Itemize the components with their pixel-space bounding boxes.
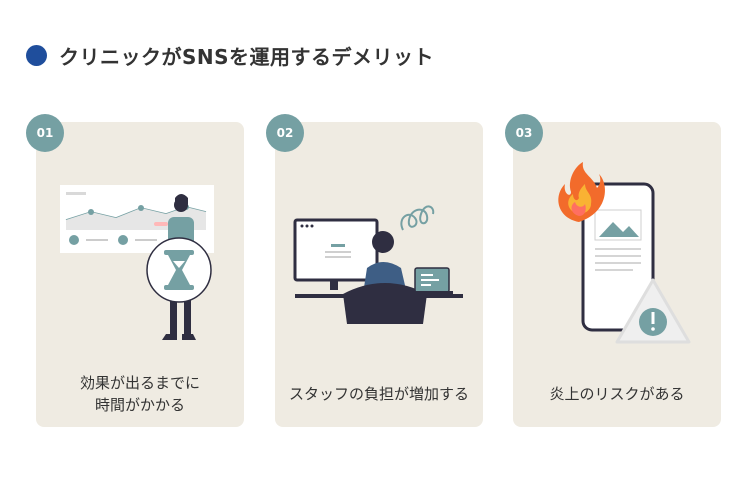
card-caption: スタッフの負担が増加する [288, 385, 469, 403]
busy-staff-illustration [293, 205, 463, 324]
card-3: 炎上のリスクがある [513, 122, 721, 427]
hourglass-analytics-illustration [60, 185, 214, 340]
card-2: スタッフの負担が増加する [275, 122, 483, 427]
page-title: クリニックがSNSを運用するデメリット [59, 44, 435, 69]
caption-line-1: 効果が出るまでに [79, 374, 200, 392]
badge-03: 03 [505, 114, 543, 152]
bullet-dot-icon [26, 44, 47, 66]
card-caption: 効果が出るまでに 時間がかかる [36, 372, 244, 416]
page-header: クリニックがSNSを運用するデメリット [26, 40, 434, 70]
card-caption: 炎上のリスクがある [549, 385, 685, 403]
caption-line-2: 時間がかかる [94, 396, 185, 414]
card-1: 効果が出るまでに 時間がかかる [36, 122, 244, 427]
badge-02: 02 [266, 114, 304, 152]
phone-fire-warning-illustration [558, 162, 691, 344]
badge-01: 01 [26, 114, 64, 152]
